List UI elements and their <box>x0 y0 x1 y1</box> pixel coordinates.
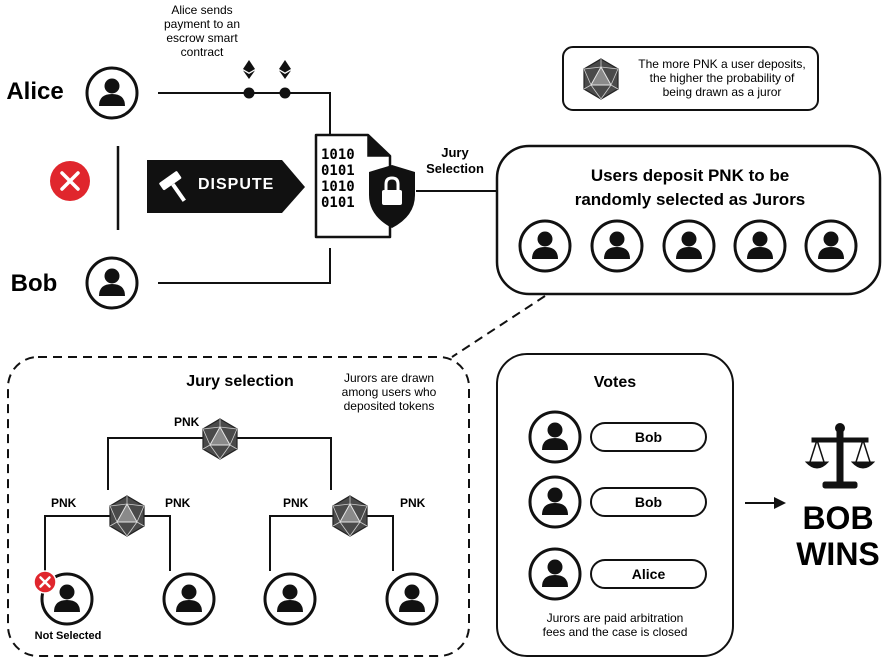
pnk-token-icon <box>332 495 368 537</box>
payment-dot <box>279 87 291 99</box>
escrow-note: Alice sends payment to an escrow smart c… <box>163 3 241 59</box>
pnk-label: PNK <box>174 415 200 429</box>
dispute-banner <box>147 160 305 213</box>
ballot-pill <box>590 487 707 517</box>
close-icon <box>33 570 57 594</box>
pnk-label: PNK <box>400 496 426 510</box>
jury-selection-note: Jurors are drawn among users who deposit… <box>341 371 437 413</box>
pnk-info-text: The more PNK a user deposits, the higher… <box>638 57 806 99</box>
lock-shield-icon <box>369 165 415 228</box>
juror-pool-title: Users deposit PNK to be randomly selecte… <box>574 166 806 209</box>
pnk-info-box <box>562 46 819 111</box>
pool-user-icon <box>733 219 787 273</box>
contract-bits: 1010 0101 1010 0101 <box>321 147 355 211</box>
pool-user-icon <box>590 219 644 273</box>
zoom-connector <box>451 295 546 358</box>
pnk-label: PNK <box>165 496 191 510</box>
ballot-choice: Bob <box>634 494 663 510</box>
ethereum-icon <box>243 60 255 79</box>
ballot-choice: Bob <box>634 429 663 445</box>
ballot-pill <box>590 559 707 589</box>
votes-title: Votes <box>593 374 637 391</box>
ballot-choice: Alice <box>631 566 666 582</box>
result-label: BOB WINS <box>796 500 880 572</box>
votes-footer: Jurors are paid arbitration fees and the… <box>542 611 688 639</box>
pnk-label: PNK <box>283 496 309 510</box>
tree-user-icon <box>162 572 216 626</box>
pool-user-icon <box>804 219 858 273</box>
pool-user-icon <box>518 219 572 273</box>
bob-user-icon <box>85 256 139 310</box>
bob-to-contract-line <box>158 248 331 284</box>
jury-selection-arrow-label: Jury Selection <box>426 145 484 176</box>
pnk-token-icon <box>202 418 238 460</box>
voter-user-icon <box>528 547 582 601</box>
voter-user-icon <box>528 410 582 464</box>
bob-label: Bob <box>10 270 58 297</box>
pnk-token-icon <box>109 495 145 537</box>
jury-selection-box <box>7 356 470 657</box>
close-icon <box>50 161 90 201</box>
alice-label: Alice <box>6 78 64 105</box>
tree-user-icon <box>263 572 317 626</box>
pnk-label: PNK <box>51 496 77 510</box>
scales-icon <box>804 423 876 489</box>
alice-user-icon <box>85 66 139 120</box>
pool-user-icon <box>662 219 716 273</box>
ethereum-icon <box>279 60 291 79</box>
alice-to-contract-line <box>158 92 331 135</box>
payment-dot <box>243 87 255 99</box>
not-selected-label: Not Selected <box>34 630 102 642</box>
gavel-icon <box>159 171 186 202</box>
voter-user-icon <box>528 475 582 529</box>
tree-user-icon <box>385 572 439 626</box>
dispute-label: DISPUTE <box>198 176 275 193</box>
jury-selection-title: Jury selection <box>186 373 294 390</box>
arrow-right-icon <box>745 497 786 509</box>
ballot-pill <box>590 422 707 452</box>
